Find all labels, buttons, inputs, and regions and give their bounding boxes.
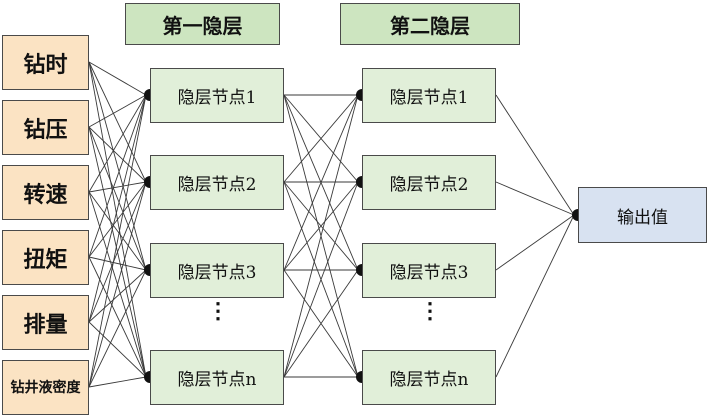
input-node-rotation-speed: 转速 xyxy=(2,165,89,220)
hidden1-ellipsis: ⋮ xyxy=(207,298,229,324)
hidden2-node-2: 隐层节点2 xyxy=(362,155,496,210)
input-node-drilling-time: 钻时 xyxy=(2,35,89,90)
input-to-hidden1-line xyxy=(88,94,147,388)
input-to-hidden1-line xyxy=(88,181,147,193)
connector-cap xyxy=(144,176,150,188)
hidden1-to-hidden2-line xyxy=(283,94,359,271)
hidden1-node-1: 隐层节点1 xyxy=(150,68,284,123)
connector-cap xyxy=(144,371,150,383)
connector-cap xyxy=(572,209,578,221)
connector-cap xyxy=(356,176,362,188)
input-to-hidden1-line xyxy=(88,256,147,271)
input-to-hidden1-line xyxy=(88,126,147,271)
layer1-header: 第一隐层 xyxy=(125,3,280,45)
hidden2-node-1: 隐层节点1 xyxy=(362,68,496,123)
input-node-mud-density: 钻井液密度 xyxy=(2,360,89,415)
hidden1-node-n: 隐层节点n xyxy=(150,350,284,405)
input-to-hidden1-line xyxy=(88,376,147,388)
input-to-hidden1-line xyxy=(88,94,147,128)
hidden2-to-output-line xyxy=(495,214,575,378)
input-node-torque: 扭矩 xyxy=(2,230,89,285)
layer2-header: 第二隐层 xyxy=(340,3,520,45)
input-to-hidden1-line xyxy=(88,61,147,183)
input-to-hidden1-line xyxy=(88,181,147,388)
input-to-hidden1-line xyxy=(88,61,147,271)
hidden1-node-3: 隐层节点3 xyxy=(150,243,284,298)
hidden1-to-hidden2-line xyxy=(283,94,359,183)
input-to-hidden1-line xyxy=(88,321,147,378)
connector-cap xyxy=(356,89,362,101)
hidden2-ellipsis: ⋮ xyxy=(419,298,441,324)
hidden2-node-3: 隐层节点3 xyxy=(362,243,496,298)
input-to-hidden1-line xyxy=(88,61,147,96)
input-to-hidden1-line xyxy=(88,94,147,258)
input-to-hidden1-line xyxy=(88,126,147,183)
hidden1-to-hidden2-line xyxy=(283,94,359,378)
input-to-hidden1-line xyxy=(88,181,147,323)
hidden2-to-output-line xyxy=(495,214,575,271)
hidden1-to-hidden2-line xyxy=(283,269,359,378)
connector-cap xyxy=(356,371,362,383)
hidden1-to-hidden2-line xyxy=(283,181,359,378)
connector-cap xyxy=(144,264,150,276)
hidden2-to-output-line xyxy=(495,94,575,216)
input-to-hidden1-line xyxy=(88,269,147,388)
input-to-hidden1-line xyxy=(88,94,147,193)
input-node-weight-on-bit: 钻压 xyxy=(2,100,89,155)
output-node: 输出值 xyxy=(578,187,707,243)
input-to-hidden1-line xyxy=(88,256,147,378)
input-to-hidden1-line xyxy=(88,181,147,258)
hidden2-node-n: 隐层节点n xyxy=(362,350,496,405)
input-to-hidden1-line xyxy=(88,94,147,323)
hidden2-to-output-line xyxy=(495,181,575,216)
input-to-hidden1-line xyxy=(88,191,147,271)
hidden1-node-2: 隐层节点2 xyxy=(150,155,284,210)
hidden1-to-hidden2-line xyxy=(283,181,359,271)
connector-cap xyxy=(144,89,150,101)
input-to-hidden1-line xyxy=(88,269,147,323)
input-node-flow-rate: 排量 xyxy=(2,295,89,350)
connector-cap xyxy=(356,264,362,276)
